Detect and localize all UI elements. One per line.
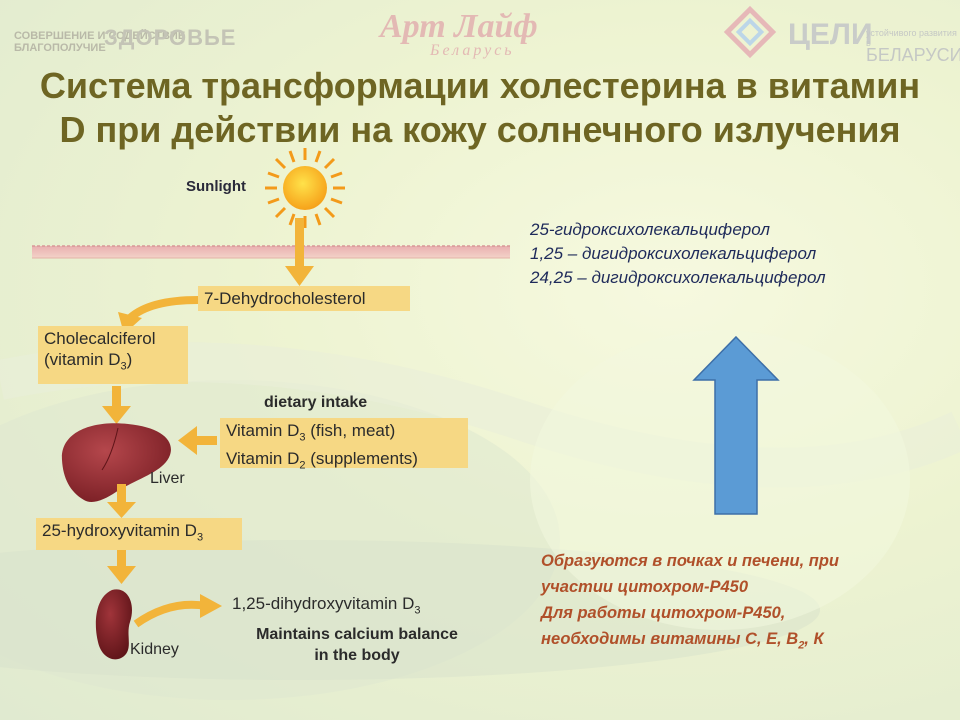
dihydroxyvitamin-label: 1,25-dihydroxyvitamin D3 xyxy=(232,594,420,616)
calcium-balance-label: Maintains calcium balance in the body xyxy=(226,624,488,666)
note-line-4: необходимы витамины С, Е, В2, К xyxy=(541,626,839,658)
liver-label: Liver xyxy=(150,470,185,487)
arrow-liver-to-hydroxy xyxy=(107,484,136,518)
vitd2-prefix: Vitamin D xyxy=(226,449,300,469)
title-line-2: D при действии на кожу солнечного излуче… xyxy=(59,109,901,150)
page-title: Система трансформации холестерина в вита… xyxy=(0,64,960,152)
arrow-sun-to-dehydro xyxy=(285,218,314,286)
formation-note: Образуются в почках и печени, при участи… xyxy=(541,548,839,658)
header-logos: СОВЕРШЕНИЕ И СОДЕЙСТВИЕ БЛАГОПОЛУЧИЕ ЗДО… xyxy=(0,0,960,65)
note-line-4-suffix: , К xyxy=(804,630,824,648)
artlife-logo: Арт Лайф xyxy=(380,8,538,45)
dehydrocholesterol-label: 7-Dehydrocholesterol xyxy=(204,289,366,308)
kidney-label: Kidney xyxy=(130,641,179,658)
dihydroxy-prefix: 1,25-dihydroxyvitamin D xyxy=(232,594,415,613)
sun-icon xyxy=(265,148,345,228)
note-line-2: участии цитохром-Р450 xyxy=(541,578,748,596)
note-line-1: Образуются в почках и печени, при xyxy=(541,552,840,570)
calcium-line-2: in the body xyxy=(314,647,400,664)
vitd2-index: 2 xyxy=(299,459,306,472)
vitamin-d2-line: Vitamin D2 (supplements) xyxy=(226,448,462,476)
note-line-4-index: 2 xyxy=(798,639,805,652)
cholecalciferol-sublabel: (vitamin D3) xyxy=(44,349,182,377)
health-logo-big: ЗДОРОВЬЕ xyxy=(104,25,237,50)
calcium-line-1: Maintains calcium balance xyxy=(256,626,458,643)
chole-sub-prefix: (vitamin D xyxy=(44,350,121,369)
metabolite-item: 24,25 – дигидроксихолекальциферол xyxy=(530,268,826,287)
vitd2-suffix: (supplements) xyxy=(305,449,418,469)
cholecalciferol-label: Cholecalciferol xyxy=(44,329,156,348)
chole-sub-index: 3 xyxy=(120,360,127,373)
artlife-logo-sub: Беларусь xyxy=(430,42,515,59)
metabolite-list: 25-гидроксихолекальциферол 1,25 – дигидр… xyxy=(530,218,826,290)
hydroxy-prefix: 25-hydroxyvitamin D xyxy=(42,521,197,540)
arrow-dietary-to-liver xyxy=(178,426,217,455)
metabolite-item: 1,25 – дигидроксихолекальциферол xyxy=(530,244,817,263)
hydroxyvitamin-box: 25-hydroxyvitamin D3 xyxy=(36,518,242,551)
vitamin-d3-line: Vitamin D3 (fish, meat) xyxy=(226,420,462,448)
vitd3-index: 3 xyxy=(299,431,306,444)
vitd3-prefix: Vitamin D xyxy=(226,421,300,440)
blue-up-arrow xyxy=(692,335,780,515)
dietary-intake-label: dietary intake xyxy=(264,394,368,411)
sdg-logo-sub: устойчивого развития в БЕЛАРУСИ xyxy=(866,28,960,65)
health-logo: СОВЕРШЕНИЕ И СОДЕЙСТВИЕ БЛАГОПОЛУЧИЕ ЗДО… xyxy=(14,27,235,55)
health-logo-small2: БЛАГОПОЛУЧИЕ xyxy=(14,42,106,54)
arrow-hydroxy-to-kidney xyxy=(107,548,136,584)
dihydroxy-index: 3 xyxy=(414,604,421,617)
chole-sub-suffix: ) xyxy=(126,350,133,369)
sdg-logo-country: БЕЛАРУСИ xyxy=(866,45,960,65)
note-line-4-prefix: необходимы витамины С, Е, В xyxy=(541,630,799,648)
health-logo-small: СОВЕРШЕНИЕ И СОДЕЙСТВИЕ xyxy=(14,30,186,42)
note-line-3: Для работы цитохром-Р450, xyxy=(541,604,786,622)
skin-layer xyxy=(32,245,510,259)
arrow-chole-to-liver xyxy=(102,386,131,424)
sdg-logo: ЦЕЛИ xyxy=(788,18,873,51)
sunlight-label: Sunlight xyxy=(186,178,246,195)
dehydrocholesterol-box: 7-Dehydrocholesterol xyxy=(198,286,410,311)
kidney-icon xyxy=(95,589,132,660)
vitd3-suffix: (fish, meat) xyxy=(305,421,396,440)
hydroxy-index: 3 xyxy=(196,531,204,544)
title-line-1: Система трансформации холестерина в вита… xyxy=(39,65,921,106)
dietary-vitamins-box: Vitamin D3 (fish, meat) Vitamin D2 (supp… xyxy=(220,418,468,472)
metabolite-item: 25-гидроксихолекальциферол xyxy=(530,220,770,239)
liver-icon xyxy=(61,423,171,503)
sdg-wheel-icon xyxy=(723,5,777,59)
sdg-logo-small: устойчивого развития в xyxy=(866,28,957,48)
arrow-kidney-to-dihydroxy xyxy=(133,594,222,628)
cholecalciferol-box: Cholecalciferol (vitamin D3) xyxy=(38,326,188,384)
